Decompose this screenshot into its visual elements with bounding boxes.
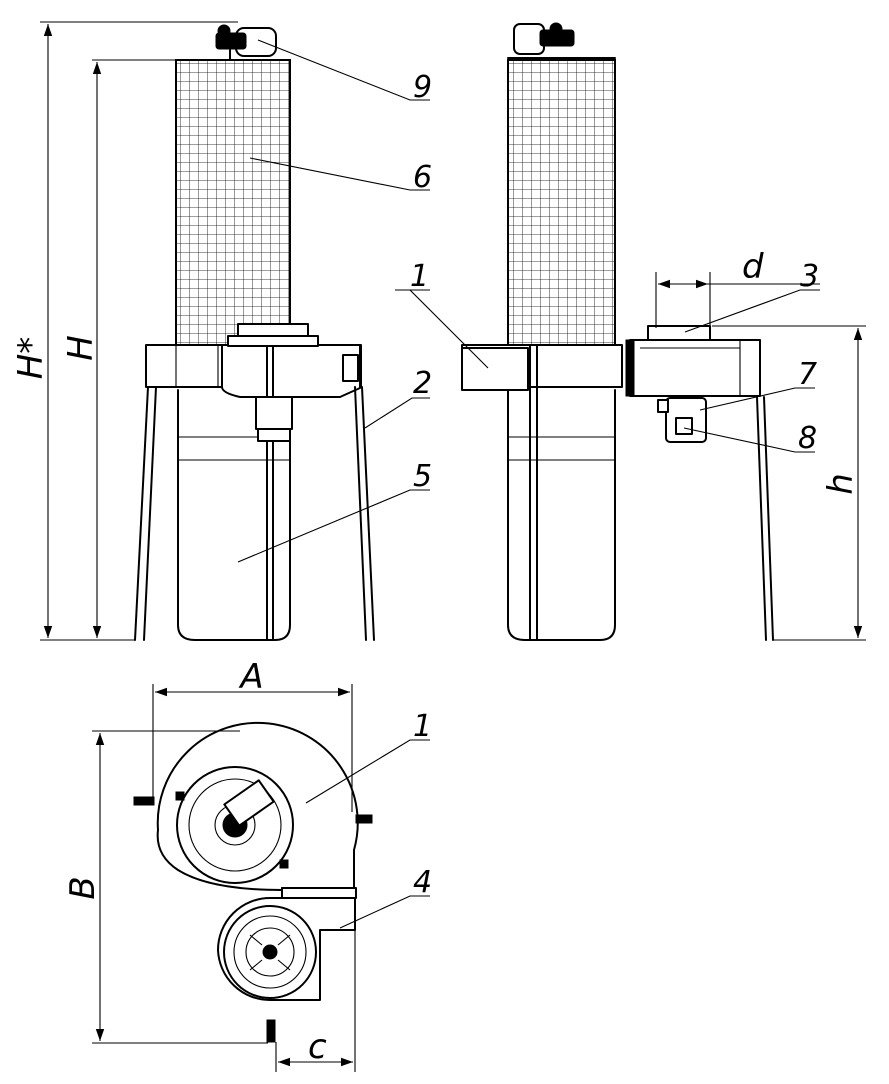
callout-1-side: 1 [410, 259, 429, 294]
dim-B: B [63, 876, 103, 899]
side-fan-housing [629, 339, 761, 397]
leg-left [134, 386, 157, 641]
dim-H: H [61, 335, 101, 361]
callout-2: 2 [413, 366, 432, 401]
callout-5: 5 [413, 459, 432, 494]
front-view [134, 24, 375, 641]
leg-right [354, 386, 375, 641]
collection-bag [177, 389, 291, 641]
dim-h: h [821, 473, 861, 495]
dimension-lines [40, 21, 866, 1072]
top-view [133, 721, 373, 1043]
dim-H-star: H* [11, 337, 51, 380]
leader-lines [237, 39, 820, 929]
side-filter-mesh [507, 59, 616, 346]
dim-A: A [238, 657, 263, 697]
fan-housing [221, 344, 361, 398]
callout-8: 8 [798, 421, 817, 456]
callout-6: 6 [413, 160, 432, 195]
filter-bag-mesh [175, 59, 291, 346]
callout-1-top: 1 [413, 709, 432, 744]
callout-9: 9 [413, 70, 432, 105]
callout-4: 4 [413, 865, 432, 900]
callout-7: 7 [798, 357, 817, 392]
side-view [461, 22, 774, 641]
callout-3: 3 [800, 259, 819, 294]
dim-d: d [742, 247, 764, 287]
labels: H* H h d A B c 9 6 1 2 5 3 7 8 1 4 [11, 70, 861, 1067]
dim-c: c [308, 1027, 327, 1067]
